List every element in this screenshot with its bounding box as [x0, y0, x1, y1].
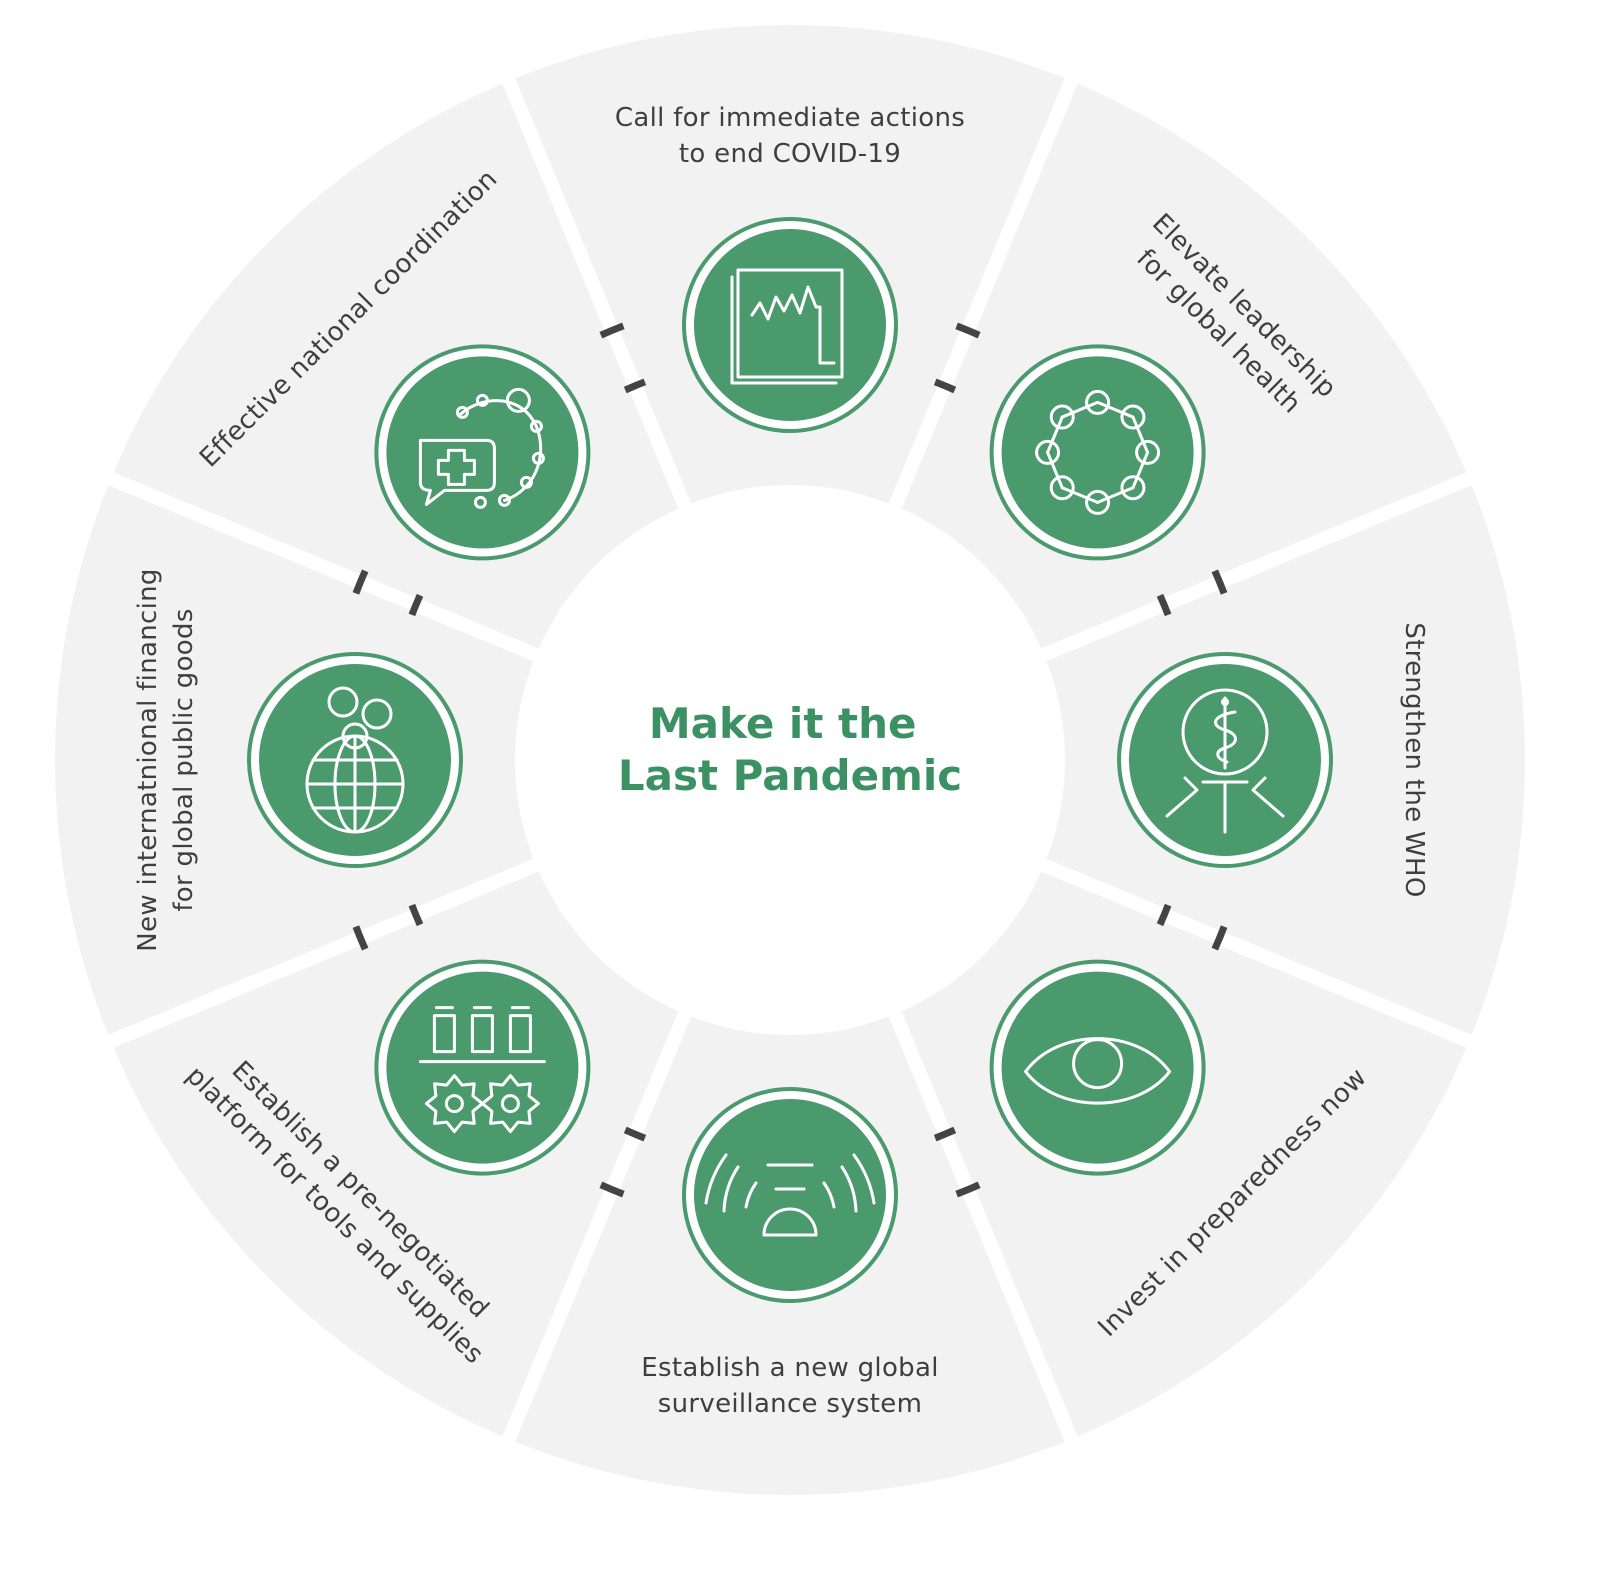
ring-arc-inner: [933, 378, 957, 394]
ring-arc-inner: [623, 378, 647, 394]
segment-label-line: to end COVID-19: [679, 139, 901, 169]
badge-disc: [694, 229, 886, 421]
segment-divider: [500, 73, 692, 509]
icon-badges: [247, 217, 1333, 1303]
badge-disc: [694, 1099, 886, 1291]
badge-platform: [374, 959, 591, 1176]
badge-surveillance: [682, 1087, 898, 1303]
segment-label-covid: Call for immediate actions to end COVID-1…: [615, 103, 965, 169]
ring-arc-inner: [933, 1126, 957, 1142]
segment-divider: [103, 858, 539, 1050]
badge-disc: [1001, 356, 1194, 549]
segment-label-surveillance: Establish a new global surveillance syste…: [641, 1353, 938, 1419]
segment-label-line: surveillance system: [658, 1389, 922, 1419]
medical-caduceus-icon: [1165, 688, 1285, 834]
badge-disc: [1001, 971, 1194, 1164]
chart-icon: [730, 268, 844, 385]
segment-label-line: Strengthen the WHO: [1399, 622, 1429, 897]
ring-arc-outer: [1211, 925, 1228, 951]
badge-covid: [682, 217, 898, 433]
ring-arc-outer: [599, 1181, 625, 1198]
center-title: Make it the Last Pandemic: [618, 699, 962, 800]
ring-arc-inner: [623, 1126, 647, 1142]
segment-label-who: Strengthen the WHO: [1399, 622, 1429, 897]
ring-arc-outer: [1211, 569, 1228, 595]
segment-divider: [888, 73, 1080, 509]
center-title-line-1: Make it the: [649, 699, 917, 748]
segment-divider: [103, 470, 539, 662]
badge-leadership: [989, 344, 1206, 561]
segment-divider: [500, 1011, 692, 1447]
ring-arc-outer: [352, 925, 369, 951]
badge-preparedness: [989, 959, 1206, 1176]
ring-arc-inner: [1156, 903, 1172, 927]
segment-label-text: Call for immediate actions to end COVID-1…: [615, 103, 965, 169]
segment-label-line: Establish a new global: [641, 1353, 938, 1383]
badge-disc: [386, 356, 579, 549]
vials-gears-icon: [418, 1006, 546, 1134]
ring-arc-outer: [599, 322, 625, 339]
ring-arc-inner: [408, 593, 424, 617]
segment-label-line: for global public goods: [169, 608, 199, 911]
ring-arc-outer: [955, 322, 981, 339]
segment-divider: [1041, 470, 1477, 662]
network-ring-icon: [1035, 389, 1161, 515]
segment-divider: [888, 1011, 1080, 1447]
radar-signal-icon: [704, 1153, 876, 1237]
badge-who: [1117, 652, 1333, 868]
ring-arc-outer: [955, 1181, 981, 1198]
segment-label-text: Strengthen the WHO: [1399, 622, 1429, 897]
globe-coins-icon: [305, 686, 405, 834]
ring-arc-inner: [1156, 593, 1172, 617]
segment-label-line: Call for immediate actions: [615, 103, 965, 133]
center-title-line-2: Last Pandemic: [618, 751, 962, 800]
health-chat-icon: [418, 387, 545, 509]
badge-coordination: [374, 344, 591, 561]
eye-icon: [1024, 1037, 1172, 1105]
ring-arc-outer: [352, 569, 369, 595]
connector-ring: [352, 322, 1228, 1198]
segment-label-text: Establish a new global surveillance syste…: [641, 1353, 938, 1419]
segment-label-line: New internatnional financing: [133, 568, 163, 951]
center-circle: [515, 485, 1065, 1035]
badge-disc: [386, 971, 579, 1164]
segment-divider: [1041, 858, 1477, 1050]
ring-arc-inner: [408, 903, 424, 927]
badge-financing: [247, 652, 463, 868]
center-disc: Make it the Last Pandemic: [515, 485, 1065, 1035]
